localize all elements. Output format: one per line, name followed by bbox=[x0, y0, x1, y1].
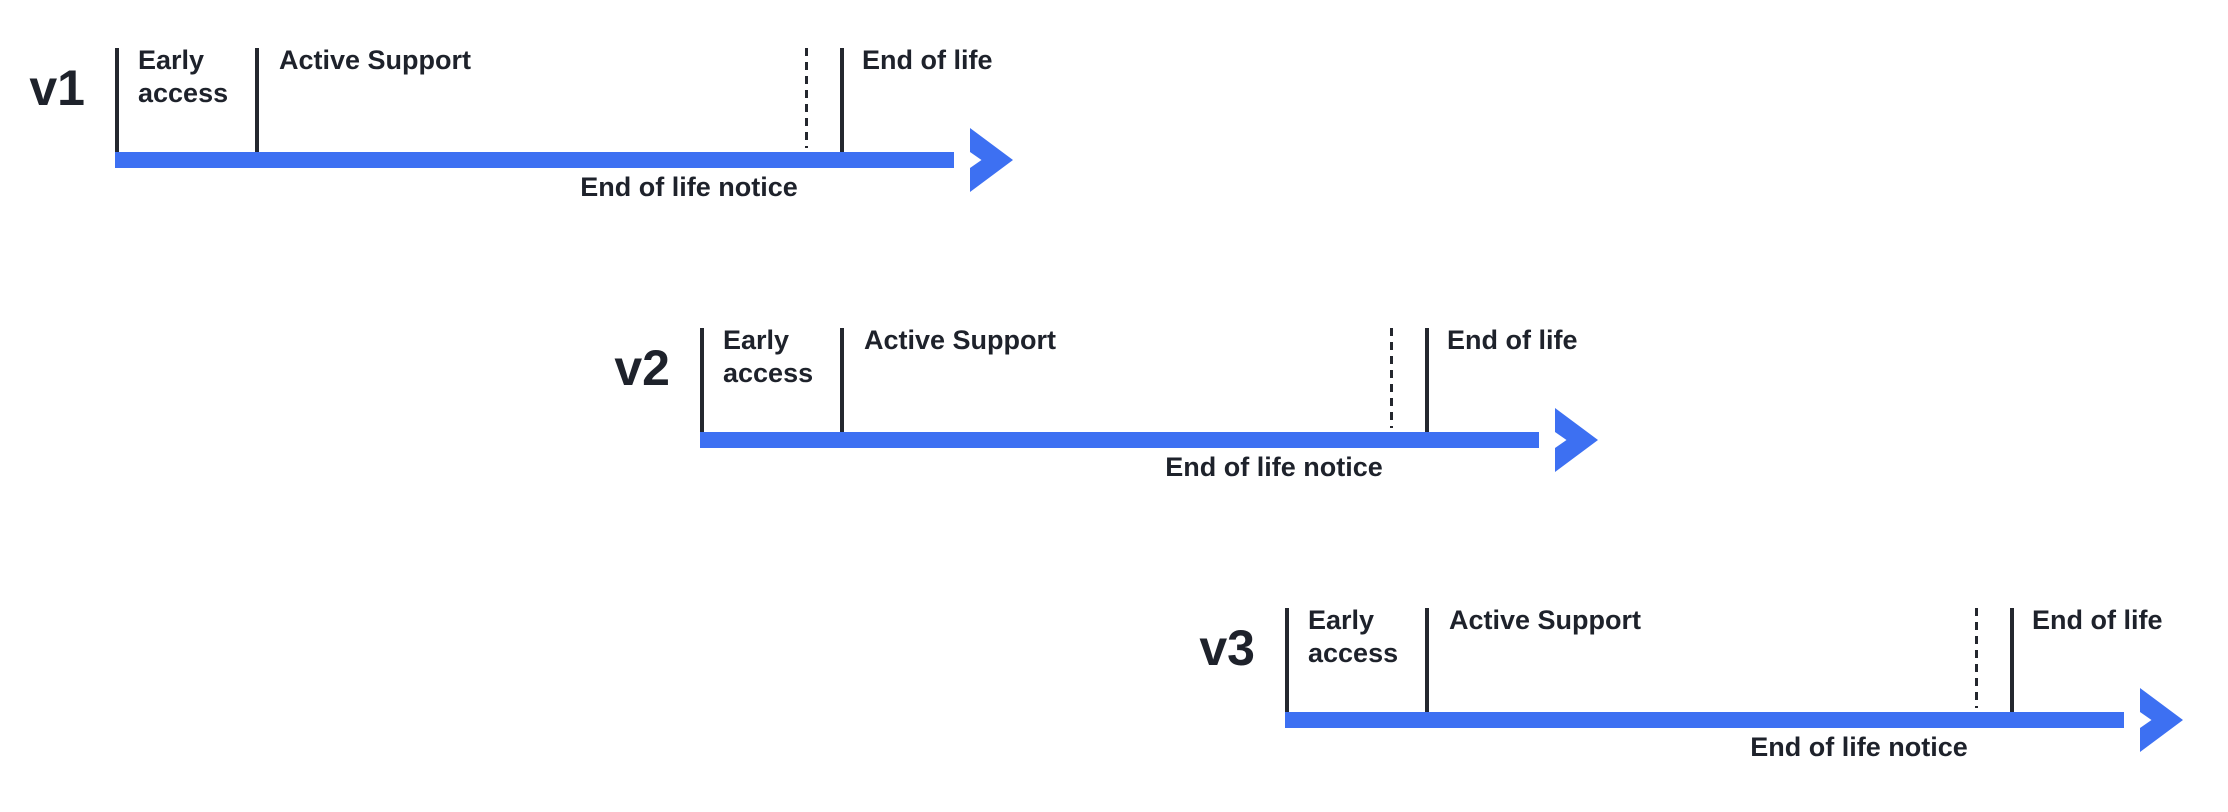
timeline-arrow bbox=[115, 128, 1013, 192]
phase-label-early-access: Early access bbox=[723, 325, 814, 388]
arrow-head-icon bbox=[2140, 688, 2183, 752]
arrow-head-icon bbox=[970, 128, 1013, 192]
eol-notice-label: End of life notice bbox=[1750, 732, 1968, 762]
end-of-life-tick bbox=[1425, 328, 1429, 433]
phase-label-end-of-life: End of life bbox=[862, 45, 993, 75]
version-label: v1 bbox=[29, 60, 85, 116]
version-label: v3 bbox=[1199, 620, 1255, 676]
timeline-row-v2: v2 Early access Active Support End of li… bbox=[614, 325, 1642, 508]
eol-notice-dashed-line bbox=[1975, 608, 1978, 708]
timeline-arrow bbox=[1285, 688, 2183, 752]
phase-label-active-support: Active Support bbox=[279, 45, 472, 75]
eol-notice-dashed-line bbox=[805, 48, 808, 148]
arrow-shaft bbox=[700, 432, 1539, 448]
timeline-arrow bbox=[700, 408, 1598, 472]
active-support-start-tick bbox=[840, 328, 844, 433]
phase-label-active-support: Active Support bbox=[864, 325, 1057, 355]
timeline-row-v1: v1 Early access Active Support End of li… bbox=[29, 45, 1057, 228]
early-access-start-tick bbox=[700, 328, 704, 433]
active-support-start-tick bbox=[255, 48, 259, 153]
phase-label-early-access: Early access bbox=[138, 45, 229, 108]
phase-label-early-access: Early access bbox=[1308, 605, 1399, 668]
version-label: v2 bbox=[614, 340, 670, 396]
eol-notice-label: End of life notice bbox=[1165, 452, 1383, 482]
end-of-life-tick bbox=[2010, 608, 2014, 713]
timeline-row-v3: v3 Early access Active Support End of li… bbox=[1199, 605, 2227, 788]
eol-notice-dashed-line bbox=[1390, 328, 1393, 428]
arrow-shaft bbox=[1285, 712, 2124, 728]
end-of-life-tick bbox=[840, 48, 844, 153]
phase-label-active-support: Active Support bbox=[1449, 605, 1642, 635]
phase-label-end-of-life: End of life bbox=[1447, 325, 1578, 355]
early-access-start-tick bbox=[115, 48, 119, 153]
arrow-shaft bbox=[115, 152, 954, 168]
phase-label-end-of-life: End of life bbox=[2032, 605, 2163, 635]
early-access-start-tick bbox=[1285, 608, 1289, 713]
active-support-start-tick bbox=[1425, 608, 1429, 713]
arrow-head-icon bbox=[1555, 408, 1598, 472]
eol-notice-label: End of life notice bbox=[580, 172, 798, 202]
